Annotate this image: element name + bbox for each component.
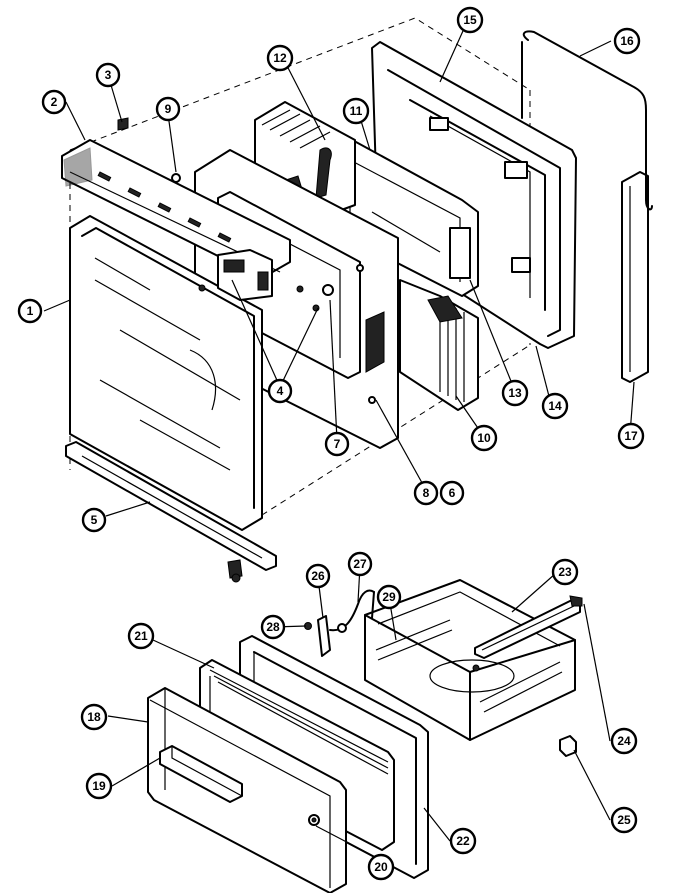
hardware-screws	[117, 117, 334, 312]
svg-text:26: 26	[311, 569, 325, 583]
callout-15: 15	[456, 6, 484, 34]
callout-18: 18	[80, 703, 108, 731]
svg-text:2: 2	[51, 95, 58, 109]
svg-text:11: 11	[350, 104, 363, 118]
callout-20: 20	[367, 853, 395, 881]
part-5-bottom-trim	[65, 441, 277, 583]
svg-text:27: 27	[353, 557, 367, 571]
svg-text:21: 21	[134, 629, 148, 643]
svg-text:28: 28	[266, 620, 280, 634]
callout-2: 2	[41, 89, 67, 115]
svg-text:15: 15	[463, 13, 477, 27]
part-17-side-trim	[621, 171, 649, 383]
callout-25: 25	[610, 806, 638, 834]
part-10-insulation	[399, 279, 479, 411]
callout-19: 19	[85, 772, 113, 800]
part-4-handle-bracket	[217, 249, 273, 301]
svg-text:14: 14	[548, 399, 562, 413]
svg-text:17: 17	[624, 429, 638, 443]
svg-text:8: 8	[423, 486, 430, 500]
part-15-door-frame	[371, 41, 577, 349]
callout-21: 21	[127, 622, 155, 650]
part-1-outer-door	[69, 215, 263, 531]
svg-text:29: 29	[382, 590, 396, 604]
svg-text:12: 12	[273, 51, 287, 65]
svg-text:3: 3	[105, 68, 112, 82]
callout-1: 1	[17, 298, 43, 324]
svg-text:18: 18	[87, 710, 101, 724]
callout-10: 10	[470, 424, 498, 452]
svg-text:6: 6	[449, 486, 456, 500]
callout-14: 14	[541, 392, 569, 420]
svg-text:4: 4	[277, 384, 284, 398]
svg-text:23: 23	[558, 565, 572, 579]
callout-bubbles: 3 2 9 12 11 15 16 1 4 7 8 6 10 13 14 17 …	[17, 6, 645, 881]
callout-17: 17	[617, 422, 645, 450]
callout-7: 7	[324, 431, 350, 457]
callout-23: 23	[551, 558, 579, 586]
callout-9: 9	[155, 96, 181, 122]
svg-text:25: 25	[617, 813, 631, 827]
callout-24: 24	[610, 727, 638, 755]
callout-8: 8	[413, 480, 439, 506]
svg-text:22: 22	[456, 834, 470, 848]
callout-4: 4	[267, 378, 293, 404]
svg-text:1: 1	[27, 304, 34, 318]
callout-27: 27	[347, 551, 373, 577]
callout-13: 13	[501, 379, 529, 407]
callout-leaders	[43, 21, 635, 861]
svg-text:9: 9	[165, 102, 172, 116]
callout-5: 5	[81, 507, 107, 533]
part-25-clip	[559, 735, 577, 757]
callout-16: 16	[613, 27, 641, 55]
callout-11: 11	[342, 97, 370, 125]
part-18-drawer-front	[147, 687, 347, 893]
svg-text:24: 24	[617, 734, 631, 748]
part-19-drawer-handle	[159, 745, 243, 803]
svg-text:19: 19	[92, 779, 106, 793]
callout-28: 28	[260, 614, 286, 640]
callout-3: 3	[95, 62, 121, 88]
callout-29: 29	[376, 584, 402, 610]
part-16-gasket	[521, 30, 653, 211]
callout-12: 12	[266, 44, 294, 72]
callout-6: 6	[439, 480, 465, 506]
part-23-drawer-body	[364, 579, 576, 741]
part-26-27-bracket	[304, 589, 375, 657]
svg-text:13: 13	[508, 386, 522, 400]
callout-22: 22	[449, 827, 477, 855]
svg-text:20: 20	[374, 860, 388, 874]
part-24-drawer-rail	[474, 595, 583, 659]
callout-26: 26	[305, 563, 331, 589]
svg-text:16: 16	[620, 34, 634, 48]
svg-text:10: 10	[477, 431, 491, 445]
part-20-screw	[308, 814, 320, 826]
svg-text:7: 7	[334, 437, 341, 451]
svg-text:5: 5	[91, 513, 98, 527]
